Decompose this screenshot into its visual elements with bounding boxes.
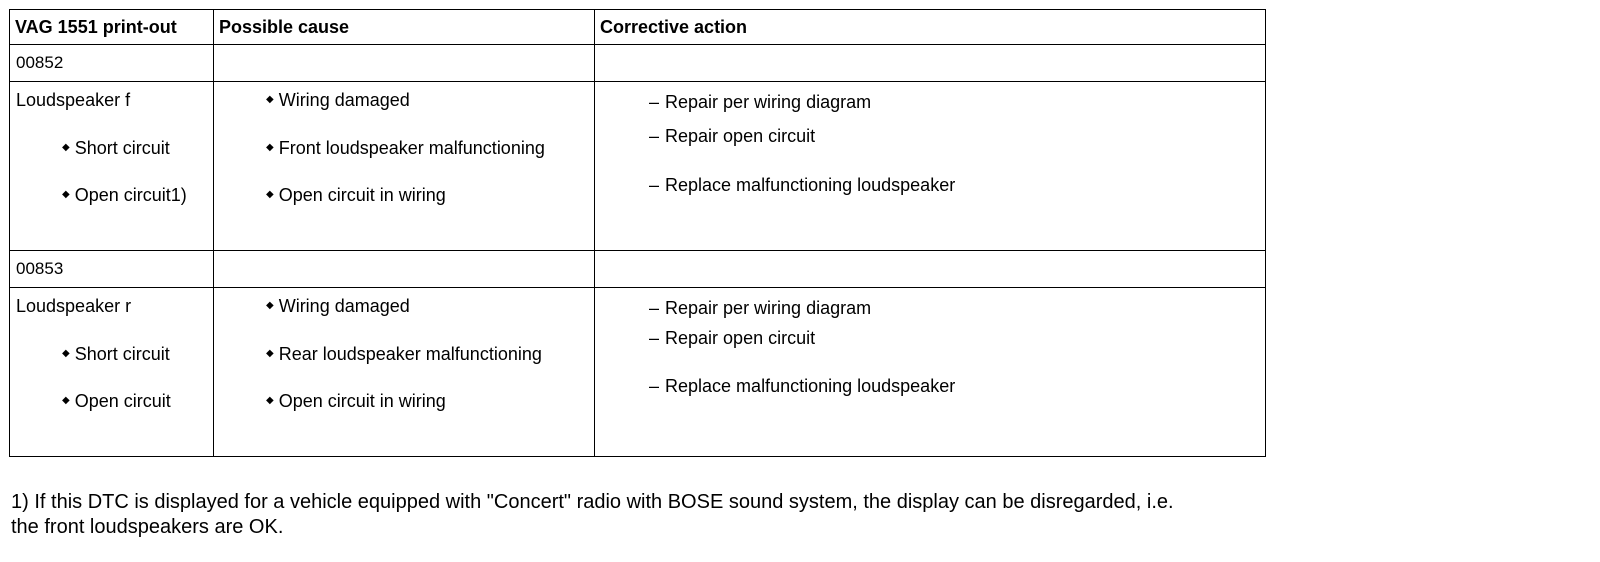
empty-cell bbox=[594, 44, 1266, 82]
action-cell: Repair per wiring diagram Repair open ci… bbox=[594, 81, 1266, 251]
component-name: Loudspeaker f bbox=[16, 90, 131, 110]
cause-cell: Wiring damaged Front loudspeaker malfunc… bbox=[213, 81, 595, 251]
cause-item: Rear loudspeaker malfunctioning bbox=[266, 344, 542, 365]
cause-item: Wiring damaged bbox=[266, 90, 410, 111]
table-row: Loudspeaker r Short circuit Open circuit… bbox=[9, 287, 1266, 457]
header-possible-cause: Possible cause bbox=[213, 9, 595, 45]
action-item: Repair per wiring diagram bbox=[649, 298, 871, 319]
component-name: Loudspeaker r bbox=[16, 296, 132, 316]
empty-cell bbox=[594, 250, 1266, 288]
footnote-line: 1) If this DTC is displayed for a vehicl… bbox=[11, 491, 1174, 513]
table-row: 00852 bbox=[9, 44, 1266, 82]
cause-cell: Wiring damaged Rear loudspeaker malfunct… bbox=[213, 287, 595, 457]
cause-item: Wiring damaged bbox=[266, 296, 410, 317]
action-item: Repair per wiring diagram bbox=[649, 92, 871, 113]
printout-cell: Loudspeaker f Short circuit Open circuit… bbox=[9, 81, 214, 251]
dtc-code: 00853 bbox=[9, 250, 214, 288]
action-item: Repair open circuit bbox=[649, 328, 815, 349]
header-printout: VAG 1551 print-out bbox=[9, 9, 214, 45]
empty-cell bbox=[213, 44, 595, 82]
printout-cell: Loudspeaker r Short circuit Open circuit bbox=[9, 287, 214, 457]
cause-item: Open circuit in wiring bbox=[266, 391, 446, 412]
dtc-code: 00852 bbox=[9, 44, 214, 82]
action-cell: Repair per wiring diagram Repair open ci… bbox=[594, 287, 1266, 457]
footnote-line: the front loudspeakers are OK. bbox=[11, 516, 284, 538]
cause-item: Front loudspeaker malfunctioning bbox=[266, 138, 545, 159]
fault-item: Short circuit bbox=[62, 138, 170, 159]
action-item: Replace malfunctioning loudspeaker bbox=[649, 376, 955, 397]
fault-item: Open circuit1) bbox=[62, 185, 187, 206]
action-item: Repair open circuit bbox=[649, 126, 815, 147]
table-row: 00853 bbox=[9, 250, 1266, 288]
table-row: Loudspeaker f Short circuit Open circuit… bbox=[9, 81, 1266, 251]
header-row: VAG 1551 print-out Possible cause Correc… bbox=[9, 9, 1266, 45]
dtc-table: VAG 1551 print-out Possible cause Correc… bbox=[9, 9, 1266, 457]
action-item: Replace malfunctioning loudspeaker bbox=[649, 175, 955, 196]
footnote: 1) If this DTC is displayed for a vehicl… bbox=[11, 490, 1596, 540]
fault-item: Short circuit bbox=[62, 344, 170, 365]
cause-item: Open circuit in wiring bbox=[266, 185, 446, 206]
empty-cell bbox=[213, 250, 595, 288]
header-corrective-action: Corrective action bbox=[594, 9, 1266, 45]
fault-item: Open circuit bbox=[62, 391, 171, 412]
